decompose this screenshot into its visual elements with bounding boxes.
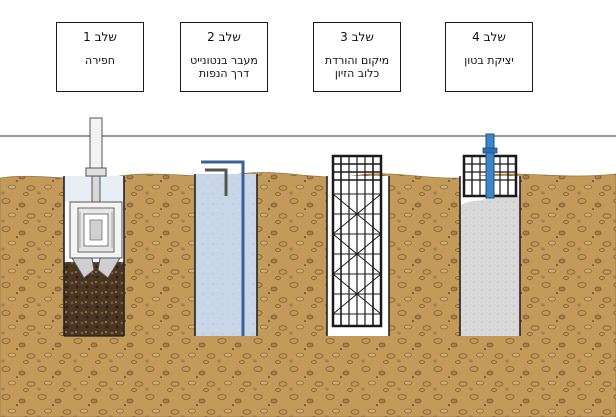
stage-4-description: יציקת בטון bbox=[464, 54, 514, 67]
stage-3-title: שלב 3 bbox=[340, 30, 374, 44]
stage-2-label: שלב 2 מעבר בנטונייט דרך הנפות bbox=[180, 22, 268, 92]
stage-1-description: חפירה bbox=[85, 54, 115, 67]
stage-3-label: שלב 3 מיקום והורדת כלוב הזיון bbox=[313, 22, 401, 92]
stage-3-description: מיקום והורדת כלוב הזיון bbox=[324, 54, 390, 80]
stage-3-trench bbox=[326, 176, 390, 336]
stage-4-title: שלב 4 bbox=[472, 30, 506, 44]
stage-1-label: שלב 1 חפירה bbox=[56, 22, 144, 92]
stage-4-trench bbox=[459, 176, 521, 336]
stage-2-title: שלב 2 bbox=[207, 30, 241, 44]
stage-2-description: מעבר בנטונייט דרך הנפות bbox=[190, 54, 258, 80]
stage-4-label: שלב 4 יציקת בטון bbox=[445, 22, 533, 92]
stage-2-trench bbox=[194, 174, 258, 336]
stage-1-title: שלב 1 bbox=[83, 30, 117, 44]
tremie-pipe-icon bbox=[482, 133, 498, 199]
excavation-grab-icon bbox=[69, 117, 123, 279]
bentonite-pipe-icon bbox=[201, 160, 245, 336]
reinforcement-cage-icon bbox=[331, 154, 383, 328]
